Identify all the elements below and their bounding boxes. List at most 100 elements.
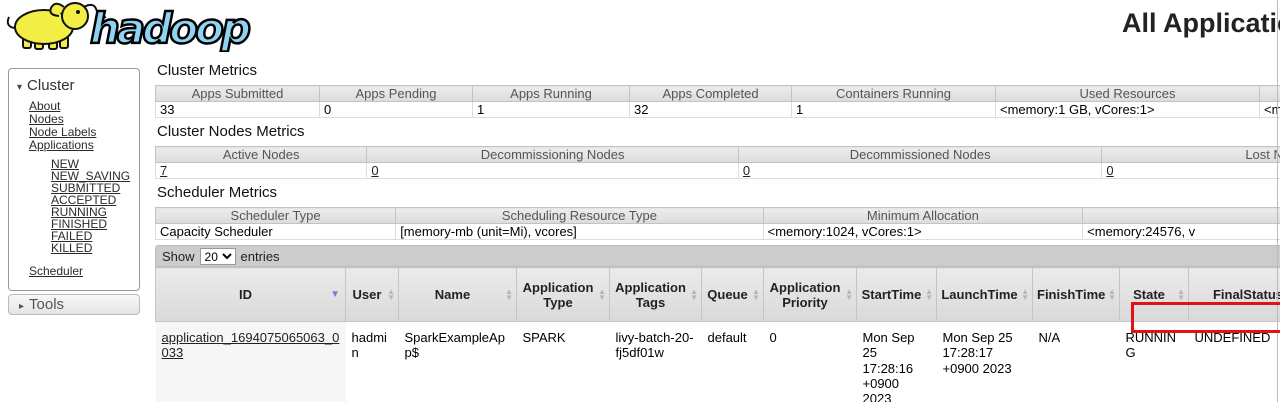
- decommissioning-nodes-link[interactable]: 0: [371, 163, 379, 178]
- entries-label: entries: [240, 248, 280, 264]
- header-application-priority[interactable]: Application Priority▲▼: [763, 267, 857, 322]
- chevron-right-icon: ▸: [19, 301, 25, 312]
- launchtime-cell: Mon Sep 25 17:28:17 +0900 2023: [936, 321, 1033, 402]
- tags-cell: livy-batch-20-fj5df01w: [609, 321, 702, 402]
- header-user[interactable]: User▲▼: [345, 267, 399, 322]
- starttime-cell: Mon Sep 25 17:28:16 +0900 2023: [856, 321, 937, 402]
- queue-cell: default: [701, 321, 764, 402]
- sidebar-item-scheduler[interactable]: Scheduler: [29, 264, 84, 278]
- name-cell: SparkExampleApp$: [398, 321, 517, 402]
- col-clipped: [1259, 85, 1280, 102]
- sidebar-header-cluster[interactable]: ▾ Cluster: [9, 73, 139, 100]
- header-application-tags[interactable]: Application Tags▲▼: [609, 267, 702, 322]
- col-apps-completed: Apps Completed: [629, 85, 792, 102]
- table-row: application_1694075065063_0033 hadmin Sp…: [155, 321, 1280, 402]
- apps-submitted-value: 33: [155, 101, 320, 118]
- col-active-nodes: Active Nodes: [154, 146, 368, 163]
- finishtime-cell: N/A: [1032, 321, 1120, 402]
- used-resources-value: <memory:1 GB, vCores:1>: [995, 101, 1260, 118]
- hadoop-logo: hadoop: [4, 0, 254, 57]
- col-apps-running: Apps Running: [472, 85, 630, 102]
- col-apps-pending: Apps Pending: [319, 85, 473, 102]
- sidebar-item-running[interactable]: RUNNING: [51, 205, 107, 219]
- hadoop-logo-text: hadoop: [90, 4, 250, 52]
- col-used-resources: Used Resources: [995, 85, 1260, 102]
- header-queue[interactable]: Queue▲▼: [701, 267, 764, 322]
- scheduler-type-value: Capacity Scheduler: [154, 223, 397, 240]
- apps-running-value: 1: [472, 101, 630, 118]
- chevron-down-icon: ▾: [17, 82, 23, 93]
- header-id[interactable]: ID▼: [155, 267, 346, 322]
- col-apps-submitted: Apps Submitted: [155, 85, 320, 102]
- header-launchtime[interactable]: LaunchTime▲▼: [936, 267, 1033, 322]
- header-state[interactable]: State▲▼: [1119, 267, 1189, 322]
- col-scheduler-type: Scheduler Type: [154, 207, 397, 224]
- scheduler-metrics-title: Scheduler Metrics: [157, 184, 278, 201]
- sidebar-item-finished[interactable]: FINISHED: [51, 217, 108, 231]
- sidebar-item-new[interactable]: NEW: [51, 157, 79, 171]
- col-lost-nodes: Lost Nodes: [1101, 146, 1280, 163]
- cluster-nodes-metrics-table: Active Nodes Decommissioning Nodes Decom…: [154, 146, 1280, 179]
- cluster-links: About Nodes Node Labels Applications: [9, 100, 139, 152]
- hadoop-elephant-icon: hadoop: [6, 2, 254, 54]
- col-maximum-allocation: [1082, 207, 1280, 224]
- scrollbar-edge: [1277, 0, 1278, 402]
- header-finalstatus[interactable]: FinalStatus▲▼: [1188, 267, 1280, 322]
- containers-running-value: 1: [791, 101, 996, 118]
- col-decommissioning-nodes: Decommissioning Nodes: [366, 146, 739, 163]
- sidebar-item-node-labels[interactable]: Node Labels: [29, 125, 97, 139]
- sidebar-item-failed[interactable]: FAILED: [51, 229, 93, 243]
- type-cell: SPARK: [516, 321, 610, 402]
- sidebar-item-accepted[interactable]: ACCEPTED: [51, 193, 117, 207]
- sidebar-header-tools[interactable]: ▸ Tools: [8, 294, 140, 315]
- header-starttime[interactable]: StartTime▲▼: [856, 267, 937, 322]
- header-application-type[interactable]: Application Type▲▼: [516, 267, 610, 322]
- sidebar-item-submitted[interactable]: SUBMITTED: [51, 181, 121, 195]
- sidebar-item-killed[interactable]: KILLED: [51, 241, 93, 255]
- sidebar: ▾ Cluster About Nodes Node Labels Applica…: [8, 68, 140, 315]
- user-cell: hadmin: [345, 321, 399, 402]
- header-finishtime[interactable]: FinishTime▲▼: [1032, 267, 1120, 322]
- cluster-label: Cluster: [27, 77, 75, 94]
- decommissioned-nodes-link[interactable]: 0: [742, 163, 751, 178]
- sidebar-item-nodes[interactable]: Nodes: [29, 112, 64, 126]
- scheduler-metrics-table: Scheduler Type Scheduling Resource Type …: [154, 207, 1280, 240]
- sidebar-item-new-saving[interactable]: NEW_SAVING: [51, 169, 131, 183]
- col-scheduling-resource-type: Scheduling Resource Type: [395, 207, 764, 224]
- sort-icon: ▲▼: [505, 286, 513, 302]
- scheduling-resource-type-value: [memory-mb (unit=Mi), vcores]: [395, 223, 764, 240]
- active-nodes-link[interactable]: 7: [160, 163, 168, 178]
- show-label: Show: [162, 248, 195, 264]
- sort-icon: ▲▼: [387, 286, 395, 302]
- col-decommissioned-nodes: Decommissioned Nodes: [737, 146, 1103, 163]
- clipped-value: <memory:: [1259, 101, 1280, 118]
- sidebar-item-about[interactable]: About: [29, 99, 61, 113]
- applications-table-header: ID▼ User▲▼ Name▲▼ Application Type▲▼ App…: [155, 267, 1280, 322]
- application-id-link[interactable]: application_1694075065063_0033: [161, 330, 340, 361]
- col-containers-running: Containers Running: [791, 85, 996, 102]
- sort-icon: ▲▼: [598, 286, 606, 302]
- maximum-allocation-value: <memory:24576, v: [1082, 223, 1280, 240]
- sidebar-item-applications[interactable]: Applications: [29, 138, 94, 152]
- lost-nodes-link[interactable]: 0: [1106, 163, 1114, 178]
- page-size-select[interactable]: 20: [199, 247, 236, 265]
- header-name[interactable]: Name▲▼: [398, 267, 517, 322]
- cluster-metrics-table: Apps Submitted Apps Pending Apps Running…: [155, 85, 1280, 118]
- sort-desc-icon: ▼: [330, 288, 340, 300]
- table-length-bar: Show 20 entries: [155, 245, 1280, 267]
- sort-icon: ▲▼: [1021, 286, 1029, 302]
- cluster-nodes-metrics-title: Cluster Nodes Metrics: [157, 123, 305, 140]
- finalstatus-cell: UNDEFINED: [1188, 321, 1280, 402]
- sort-icon: ▲▼: [1177, 286, 1185, 302]
- sort-icon: ▲▼: [752, 286, 760, 302]
- apps-pending-value: 0: [319, 101, 473, 118]
- application-state-links: NEW NEW_SAVING SUBMITTED ACCEPTED RUNNIN…: [9, 158, 139, 254]
- tools-label: Tools: [29, 296, 65, 313]
- page-title: All Applications: [1122, 8, 1280, 38]
- scheduler-metrics-row: Capacity Scheduler [memory-mb (unit=Mi),…: [154, 223, 1280, 240]
- sort-icon: ▲▼: [690, 286, 698, 302]
- scheduler-link-wrap: Scheduler: [9, 262, 139, 280]
- cluster-nodes-metrics-row: 7 0 0 0: [154, 162, 1280, 179]
- main-content: Cluster Metrics Apps Submitted Apps Pend…: [154, 62, 1280, 402]
